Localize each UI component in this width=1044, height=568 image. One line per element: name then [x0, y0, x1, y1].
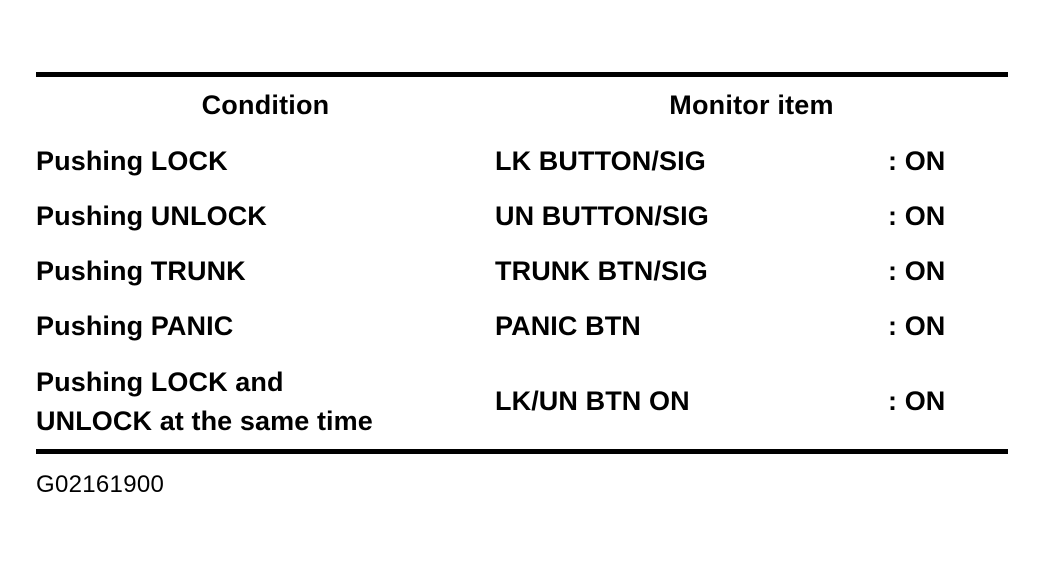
- specification-table: Condition Monitor item Pushing LOCK LK B…: [36, 72, 1008, 454]
- cell-condition: Pushing UNLOCK: [36, 201, 267, 232]
- monitor-item-row: UN BUTTON/SIG : ON: [495, 201, 1008, 232]
- cell-monitor-item: PANIC BTN : ON: [495, 299, 1008, 354]
- monitor-item-row: TRUNK BTN/SIG : ON: [495, 256, 1008, 287]
- monitor-item-name: TRUNK BTN/SIG: [495, 256, 708, 286]
- header-row: Condition Monitor item: [36, 75, 1008, 135]
- column-header-condition: Condition: [201, 90, 330, 120]
- table-row: Pushing LOCK LK BUTTON/SIG : ON: [36, 134, 1008, 189]
- column-header-monitor-item: Monitor item: [669, 90, 834, 120]
- table-row: Pushing PANIC PANIC BTN : ON: [36, 299, 1008, 354]
- monitor-item-row: LK BUTTON/SIG : ON: [495, 146, 1008, 177]
- cell-condition: Pushing LOCK: [36, 146, 228, 177]
- monitor-item-value: : ON: [888, 146, 946, 176]
- monitor-item-name: LK BUTTON/SIG: [495, 146, 706, 176]
- table-row: Pushing UNLOCK UN BUTTON/SIG : ON: [36, 189, 1008, 244]
- cell-monitor-item: UN BUTTON/SIG : ON: [495, 189, 1008, 244]
- monitor-item-name: UN BUTTON/SIG: [495, 201, 709, 231]
- monitor-item-name: LK/UN BTN ON: [495, 386, 690, 416]
- table-header: Condition Monitor item: [36, 75, 1008, 135]
- cell-condition: Pushing PANIC: [36, 311, 234, 342]
- monitor-item-value: : ON: [888, 311, 946, 341]
- cell-condition: Pushing LOCK and UNLOCK at the same time: [36, 367, 373, 436]
- cell-monitor-item: LK/UN BTN ON : ON: [495, 354, 1008, 452]
- monitor-item-name: PANIC BTN: [495, 311, 641, 341]
- monitor-item-value: : ON: [888, 256, 946, 286]
- monitor-item-row: LK/UN BTN ON : ON: [495, 386, 1008, 417]
- monitor-item-value: : ON: [888, 386, 946, 416]
- cell-monitor-item: TRUNK BTN/SIG : ON: [495, 244, 1008, 299]
- monitor-item-value: : ON: [888, 201, 946, 231]
- monitor-item-row: PANIC BTN : ON: [495, 311, 1008, 342]
- figure-caption: G02161900: [36, 471, 165, 498]
- cell-condition: Pushing TRUNK: [36, 256, 246, 287]
- table-row: Pushing LOCK and UNLOCK at the same time…: [36, 354, 1008, 452]
- table-body: Pushing LOCK LK BUTTON/SIG : ON Pushing …: [36, 134, 1008, 452]
- cell-monitor-item: LK BUTTON/SIG : ON: [495, 134, 1008, 189]
- table-row: Pushing TRUNK TRUNK BTN/SIG : ON: [36, 244, 1008, 299]
